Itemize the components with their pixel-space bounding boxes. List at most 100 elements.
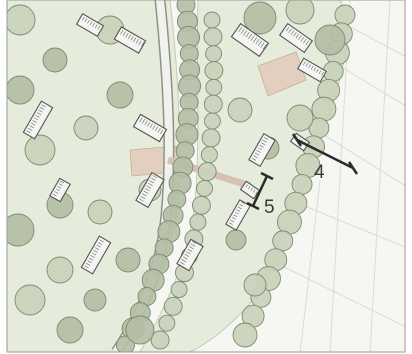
- tree: [115, 247, 141, 273]
- section-label-5: 5: [264, 197, 275, 218]
- building: [75, 13, 105, 37]
- roof-hatch: [138, 198, 144, 202]
- tree: [311, 96, 337, 122]
- roof-hatch: [160, 129, 164, 135]
- roof-hatch: [27, 127, 33, 131]
- roof-hatch: [250, 35, 255, 41]
- roof-hatch: [298, 35, 302, 40]
- roof-hatch: [181, 259, 187, 263]
- roof-hatch: [190, 243, 196, 247]
- roof-hatch: [141, 193, 147, 197]
- roof-hatch: [288, 28, 292, 34]
- tree: [192, 195, 211, 215]
- roof-hatch: [250, 187, 253, 191]
- building-outline: [225, 199, 251, 231]
- roof-hatch: [97, 25, 101, 30]
- tree: [204, 61, 224, 80]
- building-outline: [239, 180, 261, 200]
- roof-hatch: [262, 139, 267, 143]
- roof-hatch: [152, 124, 156, 130]
- roof-hatch: [41, 104, 46, 108]
- tree: [201, 128, 221, 148]
- tree: [286, 104, 314, 132]
- building-outline: [113, 26, 147, 54]
- roof-hatch: [127, 34, 132, 40]
- roof-hatch: [120, 29, 124, 35]
- roof-hatch: [149, 123, 153, 129]
- roof-hatch: [318, 70, 322, 75]
- roof-hatch: [308, 64, 311, 69]
- roof-hatch: [252, 37, 258, 43]
- roof-hatch: [260, 42, 265, 48]
- tree: [14, 284, 46, 316]
- plaza-north: [257, 51, 307, 97]
- tree: [200, 146, 218, 164]
- building: [80, 235, 112, 275]
- roof-hatch: [149, 180, 155, 184]
- tree: [73, 115, 99, 141]
- tree: [163, 296, 183, 316]
- building-outline: [135, 171, 165, 209]
- roof-hatch: [35, 114, 40, 118]
- building: [278, 22, 314, 54]
- roof-hatch: [36, 112, 42, 116]
- roof-hatch: [236, 209, 241, 212]
- tree: [334, 4, 356, 26]
- tree: [196, 179, 213, 197]
- roof-hatch: [130, 35, 134, 41]
- roof-hatch: [228, 222, 233, 225]
- roof-hatch: [152, 175, 158, 179]
- tree: [24, 134, 56, 166]
- roof-hatch: [290, 30, 295, 35]
- roof-hatch: [252, 189, 256, 193]
- parcel-line: [329, 59, 405, 107]
- tree: [203, 112, 221, 130]
- roof-hatch: [254, 152, 260, 156]
- roof-hatch: [239, 204, 244, 207]
- roof-hatch: [295, 33, 300, 39]
- building: [22, 100, 54, 140]
- tree: [225, 229, 247, 251]
- roof-hatch: [93, 249, 98, 253]
- parcel-line: [299, 179, 321, 352]
- roof-hatch: [97, 242, 103, 245]
- roof-hatch: [154, 126, 158, 132]
- roof-hatch: [147, 182, 153, 186]
- tree: [227, 97, 253, 123]
- roof-hatch: [144, 120, 148, 126]
- roof-hatch: [89, 21, 93, 26]
- roof-hatch: [240, 28, 245, 34]
- building: [113, 26, 147, 54]
- building-outline: [49, 177, 71, 203]
- roof-hatch: [150, 177, 156, 181]
- roof-hatch: [57, 185, 62, 189]
- building-outline: [176, 238, 204, 272]
- tree: [106, 81, 134, 109]
- roof-hatch: [147, 121, 151, 127]
- tree: [232, 322, 258, 348]
- roof-hatch: [92, 22, 95, 27]
- tree: [46, 256, 74, 284]
- roof-hatch: [140, 41, 145, 47]
- tree: [158, 314, 176, 332]
- roof-hatch: [94, 24, 98, 29]
- roof-hatch: [230, 219, 235, 223]
- tree: [243, 1, 277, 35]
- roof-hatch: [138, 40, 142, 46]
- roof-hatch: [285, 26, 290, 32]
- roof-hatch: [87, 260, 92, 264]
- parcel-line: [369, 0, 391, 352]
- roof-hatch: [313, 67, 317, 72]
- roof-hatch: [182, 256, 188, 260]
- tree: [7, 4, 36, 36]
- tree: [125, 315, 155, 345]
- tree: [87, 199, 113, 225]
- tree: [189, 213, 207, 231]
- roof-hatch: [262, 44, 267, 50]
- tree: [203, 27, 223, 47]
- building: [296, 57, 328, 83]
- roof-hatch: [316, 68, 319, 73]
- tree: [276, 209, 302, 235]
- tree: [203, 11, 221, 29]
- roof-hatch: [187, 248, 193, 252]
